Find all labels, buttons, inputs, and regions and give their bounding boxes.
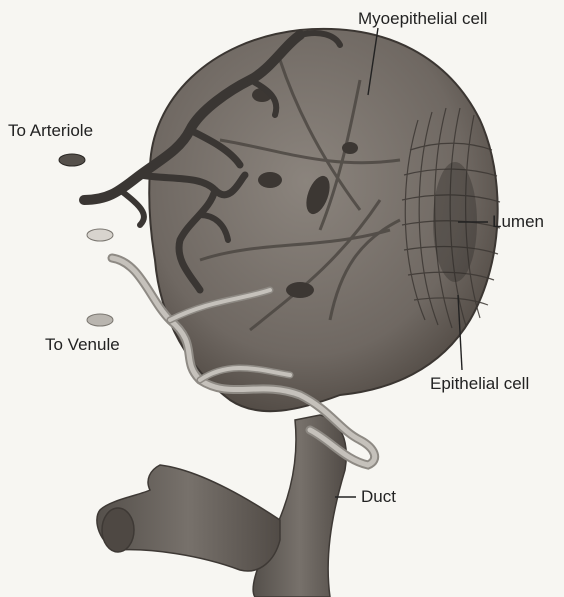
to-arteriole-label: To Arteriole	[8, 122, 93, 139]
myoepithelial-nucleus	[258, 172, 282, 188]
myoepithelial-cell-label: Myoepithelial cell	[358, 10, 487, 27]
myoepithelial-nucleus	[342, 142, 358, 154]
lumen-label: Lumen	[492, 213, 544, 230]
to-venule-label: To Venule	[45, 336, 120, 353]
myoepithelial-nucleus	[286, 282, 314, 298]
duct-label: Duct	[361, 488, 396, 505]
duct-branch-end	[102, 508, 134, 552]
epithelial-cell-label: Epithelial cell	[430, 375, 529, 392]
